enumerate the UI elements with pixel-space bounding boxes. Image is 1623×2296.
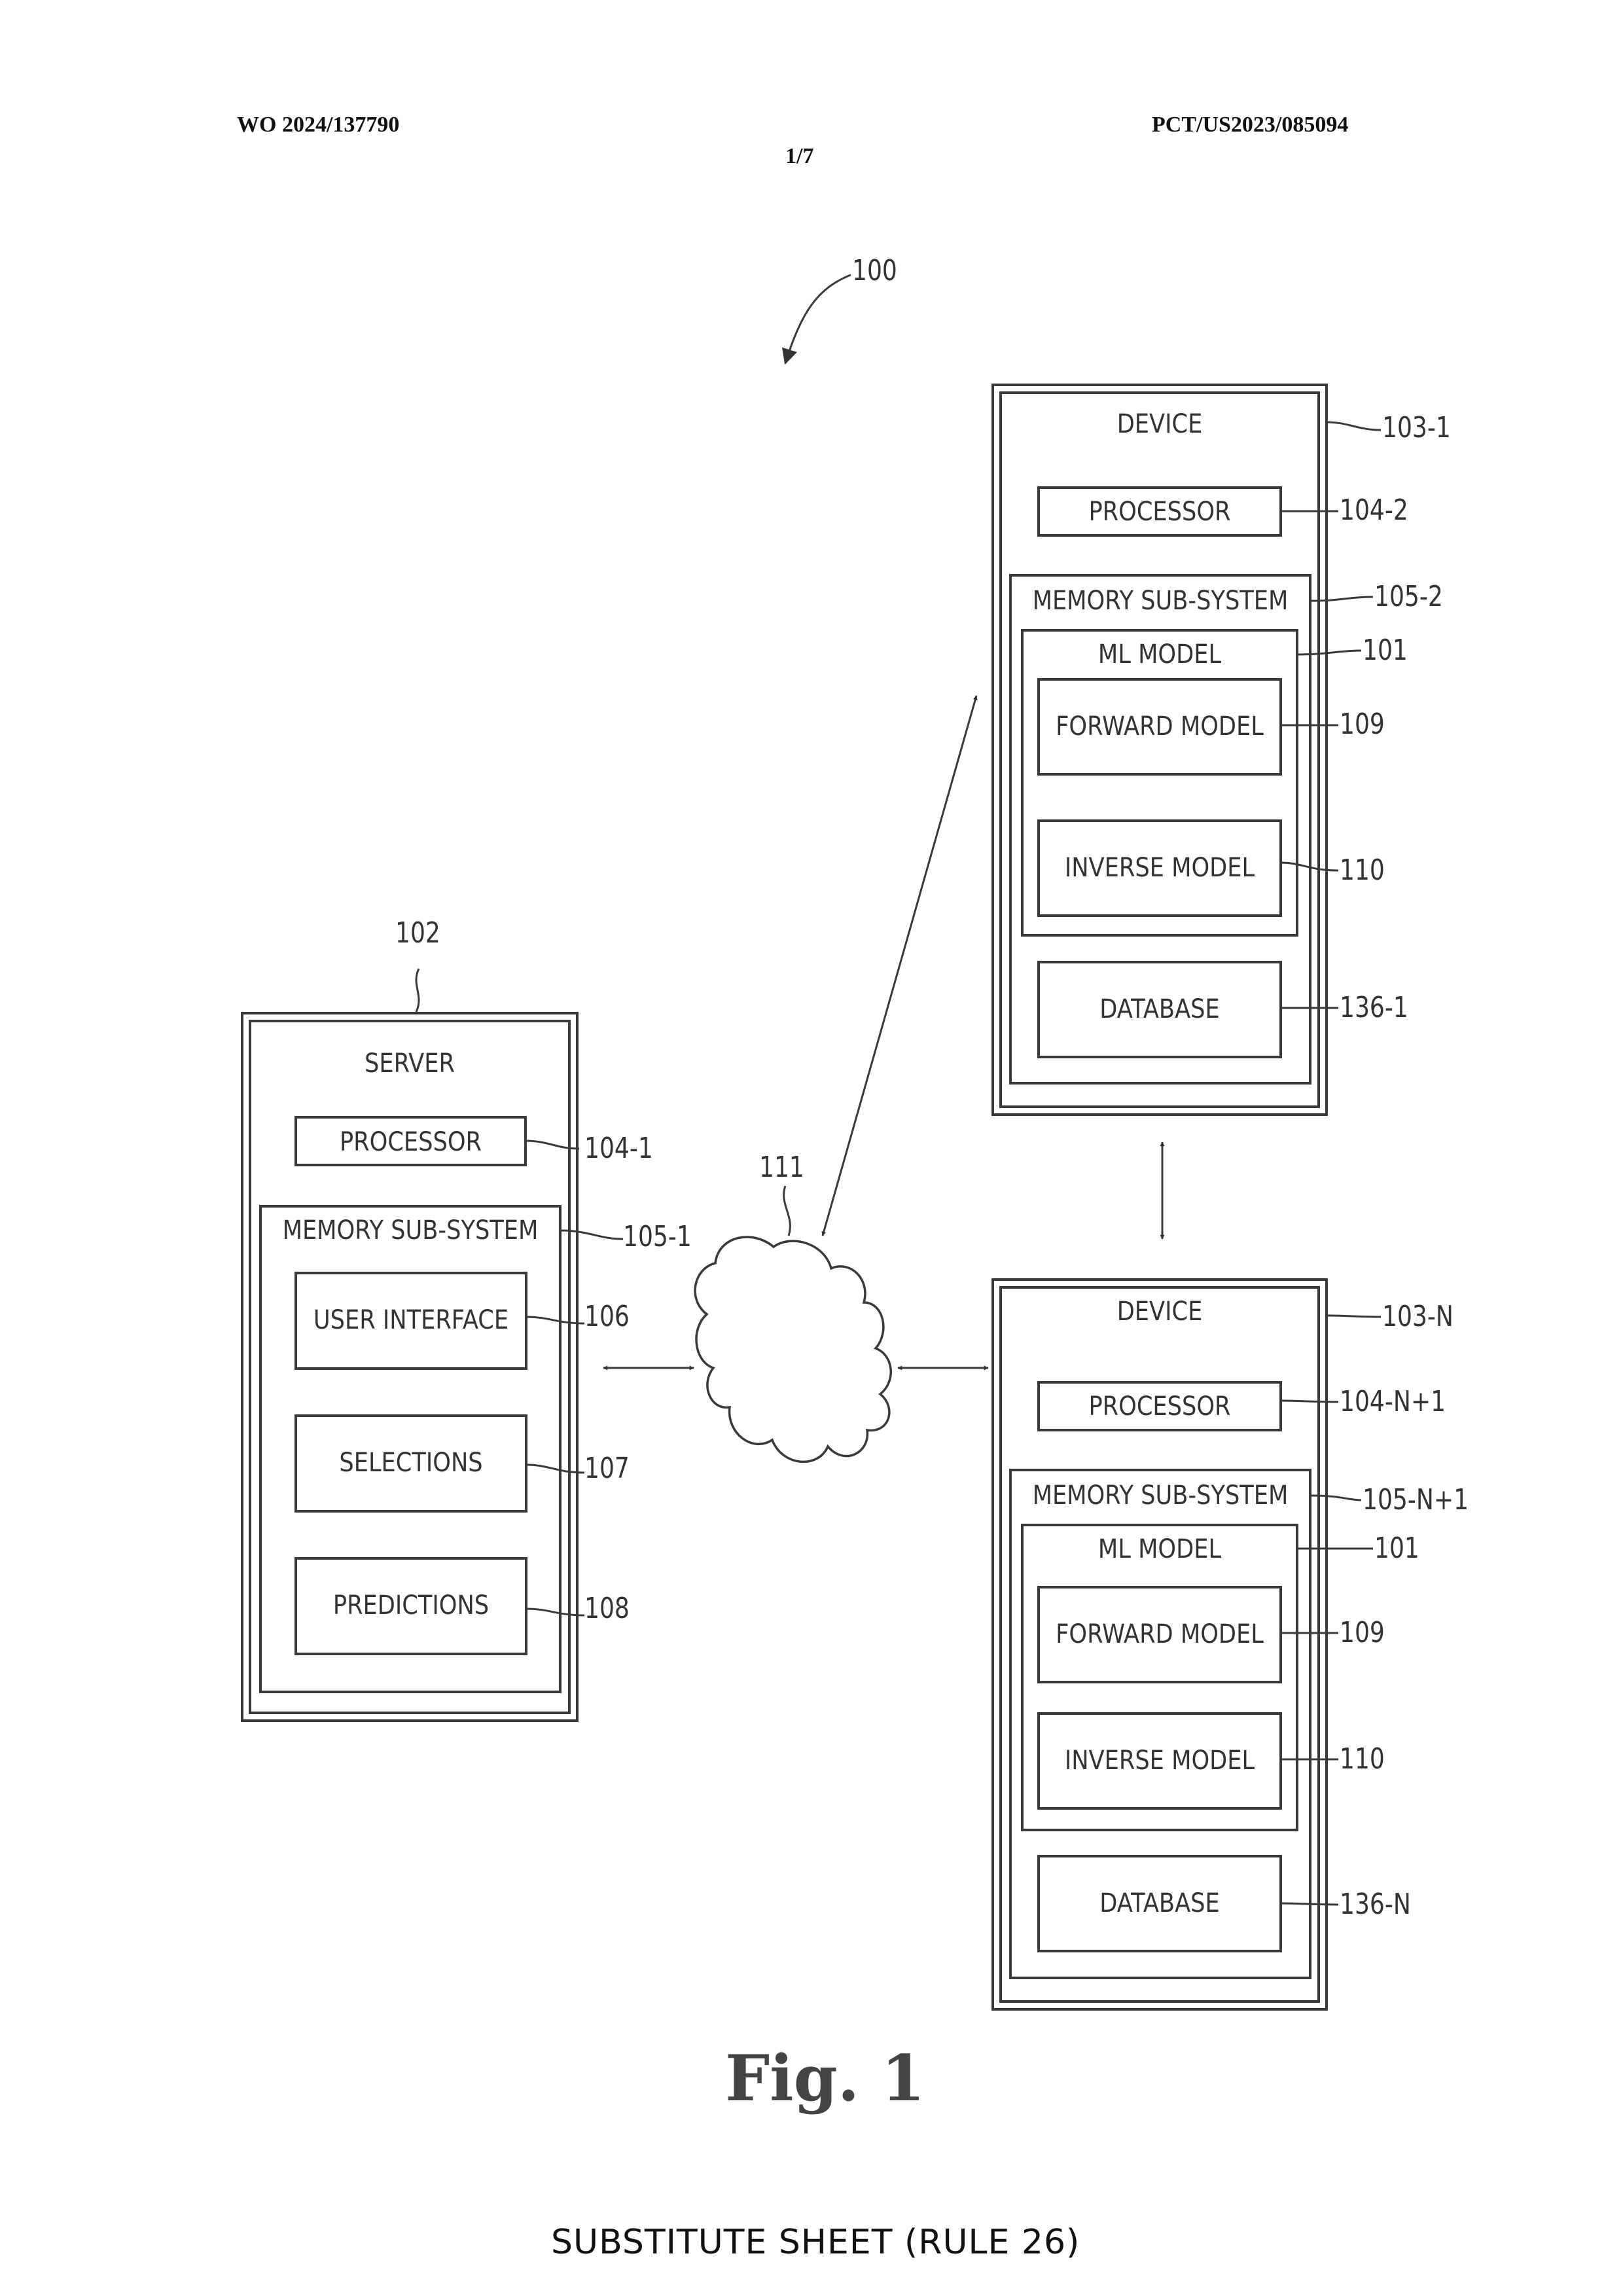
leader-103-1 [1327,422,1381,430]
server-processor-label: PROCESSOR [310,1129,512,1155]
device1-database-label: DATABASE [1053,996,1266,1022]
device1-processor-label: PROCESSOR [1053,499,1266,525]
device1-ref: 103-1 [1382,414,1451,442]
network-cloud [695,1237,891,1462]
devicen-ml-model-label: ML MODEL [1039,1536,1281,1562]
device1-ml-model-label: ML MODEL [1039,641,1281,668]
device1-database-ref: 136-1 [1340,994,1408,1022]
leader-107 [526,1465,584,1473]
devicen-inverse-model-ref: 110 [1340,1745,1385,1774]
server-memory-label: MEMORY SUB-SYSTEM [278,1217,542,1244]
devicen-forward-model-label: FORWARD MODEL [1053,1621,1266,1647]
leader-102 [416,969,419,1012]
leader-104-n1 [1281,1401,1338,1402]
devicen-ml-model-box [1022,1525,1297,1830]
devicen-title: DEVICE [1020,1299,1300,1325]
devicen-processor-label: PROCESSOR [1053,1393,1266,1420]
system-ref-label: 100 [852,257,897,285]
application-number: PCT/US2023/085094 [1152,114,1348,136]
page-footer: SUBSTITUTE SHEET (RULE 26) [551,2225,1080,2259]
devicen-ref: 103-N [1382,1302,1454,1331]
network-device1-link [823,696,976,1236]
devicen-database-ref: 136-N [1340,1890,1411,1919]
device1-memory-label: MEMORY SUB-SYSTEM [1028,588,1292,614]
server-processor-ref: 104-1 [584,1134,653,1163]
device1-inverse-model-label: INVERSE MODEL [1053,855,1266,881]
devicen-inverse-model-label: INVERSE MODEL [1053,1748,1266,1774]
devicen-ml-model-ref: 101 [1374,1534,1419,1563]
system-ref-arrow [785,275,851,363]
leader-106 [526,1317,584,1323]
server-user-interface-ref: 106 [584,1302,630,1331]
leader-101-top [1297,651,1361,655]
server-user-interface-label: USER INTERFACE [310,1307,512,1333]
device1-ml-model-ref: 101 [1363,636,1408,665]
devicen-processor-ref: 104-N+1 [1340,1388,1446,1416]
server-predictions-ref: 108 [584,1594,630,1623]
server-ref-label: 102 [395,919,440,948]
server-selections-ref: 107 [584,1454,630,1483]
device1-ml-model-box [1022,630,1297,935]
device1-memory-ref: 105-2 [1374,583,1443,611]
devicen-database-label: DATABASE [1053,1890,1266,1916]
server-title: SERVER [269,1050,550,1077]
devicen-memory-label: MEMORY SUB-SYSTEM [1028,1482,1292,1509]
leader-136-n [1281,1903,1338,1905]
leader-108 [526,1609,584,1615]
device1-inverse-model-ref: 110 [1340,856,1385,885]
device1-processor-ref: 104-2 [1340,496,1408,525]
network-ref-label: 111 [759,1153,804,1182]
leader-104-1 [526,1141,579,1149]
device1-title: DEVICE [1020,411,1300,437]
server-memory-ref: 105-1 [623,1223,692,1251]
server-predictions-label: PREDICTIONS [310,1592,512,1619]
figure-caption: Fig. 1 [725,2047,925,2110]
leader-103-n [1327,1316,1381,1317]
server-selections-label: SELECTIONS [310,1450,512,1476]
devicen-forward-model-ref: 109 [1340,1619,1385,1647]
leader-111 [784,1186,791,1236]
publication-number: WO 2024/137790 [237,114,399,136]
device1-forward-model-label: FORWARD MODEL [1053,713,1266,740]
device1-forward-model-ref: 109 [1340,710,1385,739]
sheet-number: 1/7 [785,145,813,168]
devicen-memory-ref: 105-N+1 [1363,1486,1469,1515]
